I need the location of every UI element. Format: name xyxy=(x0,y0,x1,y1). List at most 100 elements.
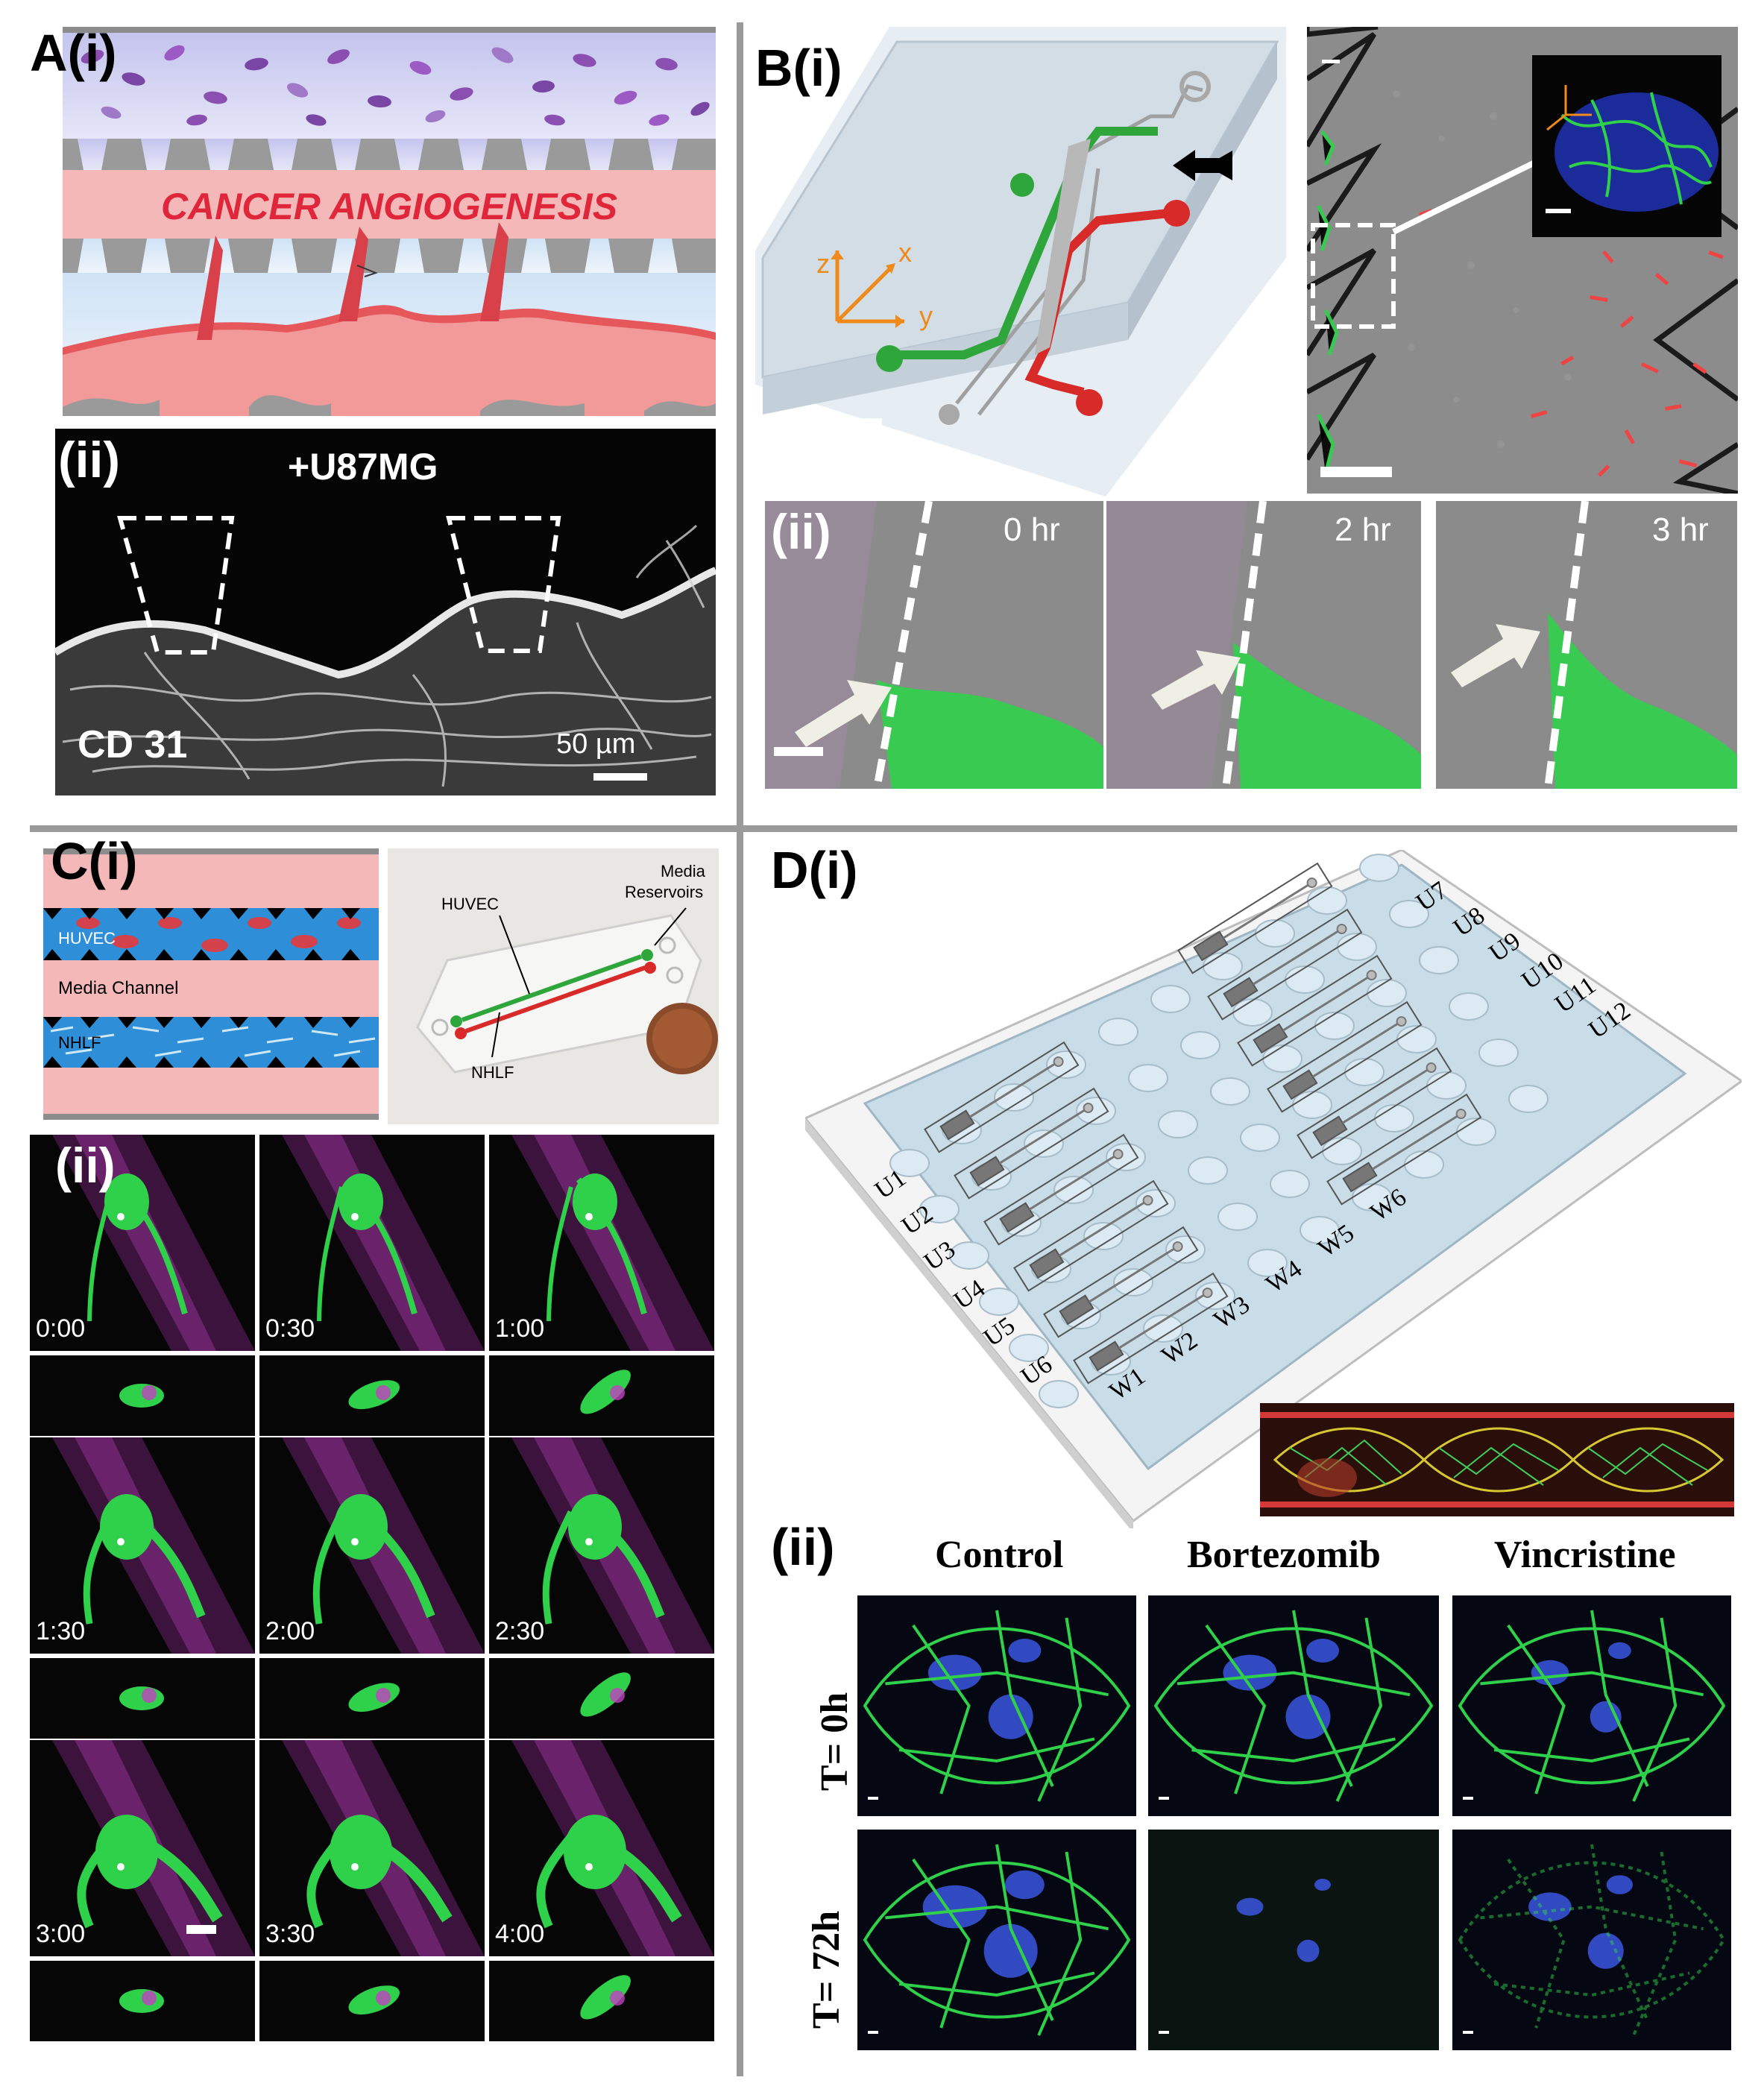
plate-well xyxy=(1396,1025,1437,1053)
plate-well xyxy=(1404,1150,1444,1179)
microfluidic-chip xyxy=(1326,1093,1482,1206)
timelapse-frame: 0:00 xyxy=(30,1135,255,1351)
timelapse-timestamp: 3:30 xyxy=(265,1920,315,1948)
plate-well xyxy=(1359,854,1399,882)
microfluidic-chip xyxy=(1207,908,1363,1021)
plate-well xyxy=(1150,985,1191,1013)
plate-well xyxy=(1292,1091,1332,1119)
drug-response-micrograph xyxy=(857,1595,1136,1816)
plate-well xyxy=(1255,919,1295,948)
plate-well xyxy=(1367,979,1407,1007)
plate-well xyxy=(1158,1110,1198,1138)
timelapse-frame: 3:00 xyxy=(30,1740,255,1956)
plate-well xyxy=(1344,1058,1385,1086)
plate-well xyxy=(1419,946,1459,974)
axis-x-label: x xyxy=(898,237,912,268)
banner-text: CANCER ANGIOGENESIS xyxy=(161,186,617,227)
plate-well xyxy=(1210,1077,1250,1106)
plate-well xyxy=(1039,1380,1079,1408)
plate-well xyxy=(1143,1314,1183,1343)
timelapse-frame: 0:30 xyxy=(259,1135,485,1351)
angiogenesis-schematic: CANCER ANGIOGENESIS xyxy=(63,27,716,416)
plate-well xyxy=(1218,1203,1258,1231)
plate-well xyxy=(1053,1176,1094,1204)
device-photo: HUVEC Media Reservoirs NHLF xyxy=(388,848,719,1124)
invasion-timelapse-2hr: 2 hr xyxy=(1106,501,1421,789)
plate-well xyxy=(1188,1156,1228,1185)
photo-huvec-label: HUVEC xyxy=(441,895,500,913)
plate-well xyxy=(1262,1044,1302,1073)
row-t0h: T= 0h xyxy=(813,1692,857,1792)
plate-well xyxy=(1449,992,1489,1021)
axis-y-label: y xyxy=(919,300,933,331)
column-control: Control xyxy=(935,1534,1064,1576)
plate-well xyxy=(1374,1104,1414,1132)
label-d-ii: (ii) xyxy=(771,1518,835,1576)
photo-nhlf-label: NHLF xyxy=(471,1063,514,1082)
timelapse-timestamp: 2:00 xyxy=(265,1617,315,1645)
timelapse-frame: 3:30 xyxy=(259,1740,485,1956)
plate-well xyxy=(1247,1249,1288,1277)
timelapse-timestamp: 0:00 xyxy=(36,1314,86,1343)
plate-well xyxy=(1478,1039,1519,1067)
plate-well xyxy=(1389,900,1429,928)
microfluidic-chip xyxy=(1177,862,1333,974)
well-plate-schematic: U1 U2 U3 U4 U5 U6 U7 U8 U9 U10 U11 U12 W… xyxy=(805,850,1742,1528)
schematic-huvec-label: HUVEC xyxy=(58,929,116,948)
3d-inset-micrograph xyxy=(1532,55,1722,237)
timelapse-thumbnail xyxy=(30,1355,255,1436)
timelapse-frame: 1:30 xyxy=(30,1437,255,1654)
drug-response-micrograph xyxy=(1452,1595,1731,1816)
plate-well xyxy=(1270,1170,1310,1198)
plate-well xyxy=(979,1288,1019,1316)
microfluidic-chip xyxy=(954,1087,1109,1200)
invasion-timelapse-3hr: 3 hr xyxy=(1436,501,1737,789)
timelapse-timestamp: 3:00 xyxy=(36,1920,86,1948)
channel-schematic-2d: HUVEC Media Channel NHLF xyxy=(43,848,379,1120)
timelapse-thumbnail xyxy=(489,1961,714,2041)
plate-well xyxy=(1240,1124,1280,1152)
timelapse-frame: 2:00 xyxy=(259,1437,485,1654)
plate-well xyxy=(1508,1085,1549,1113)
microfluidic-chip xyxy=(1073,1272,1229,1384)
plate-well xyxy=(1300,1216,1340,1244)
cell-line-label: +U87MG xyxy=(288,446,438,488)
plate-well xyxy=(889,1149,930,1177)
photo-reservoirs-label: Reservoirs xyxy=(625,883,704,901)
intravasation-timelapse-grid: 0:00 0:30 xyxy=(30,1135,719,2056)
timelapse-thumbnail xyxy=(489,1658,714,1739)
plate-well xyxy=(1009,1334,1049,1362)
plate-well xyxy=(1456,1118,1496,1146)
plate-well xyxy=(1337,933,1377,961)
plate-well xyxy=(1083,1222,1124,1250)
label-b-ii: (ii) xyxy=(771,504,831,559)
microfluidic-chip xyxy=(1267,1001,1423,1113)
label-d-i: D(i) xyxy=(771,841,858,899)
timelapse-thumbnail xyxy=(489,1355,714,1436)
label-a-ii: (ii) xyxy=(58,432,121,488)
plate-well xyxy=(1307,886,1347,915)
device-schematic-3d: x y z xyxy=(755,27,1286,497)
microfluidic-chip xyxy=(1237,954,1393,1067)
cd31-micrograph: (ii) +U87MG CD 31 50 µm xyxy=(55,429,716,795)
drug-response-micrograph xyxy=(857,1830,1136,2050)
timepoint-2hr: 2 hr xyxy=(1335,511,1391,548)
label-a-i: A(i) xyxy=(30,24,117,82)
microfluidic-chip xyxy=(983,1133,1139,1246)
timelapse-timestamp: 1:30 xyxy=(36,1617,86,1645)
axis-z-label: z xyxy=(816,248,830,279)
timelapse-timestamp: 1:00 xyxy=(495,1314,545,1343)
timepoint-0hr: 0 hr xyxy=(1004,511,1060,548)
schematic-nhlf-label: NHLF xyxy=(58,1033,101,1052)
label-b-i: B(i) xyxy=(755,39,842,97)
column-vincristine: Vincristine xyxy=(1494,1534,1676,1576)
plate-well xyxy=(1024,1129,1064,1158)
photo-media-label: Media xyxy=(661,862,705,880)
timelapse-thumbnail xyxy=(259,1355,485,1436)
drug-response-micrograph xyxy=(1452,1830,1731,2050)
timelapse-frame: 4:00 xyxy=(489,1740,714,1956)
horizontal-divider xyxy=(30,825,1737,832)
row-t72h: T= 72h xyxy=(805,1910,848,2029)
timelapse-thumbnail xyxy=(30,1658,255,1739)
cd31-label: CD 31 xyxy=(78,723,188,766)
